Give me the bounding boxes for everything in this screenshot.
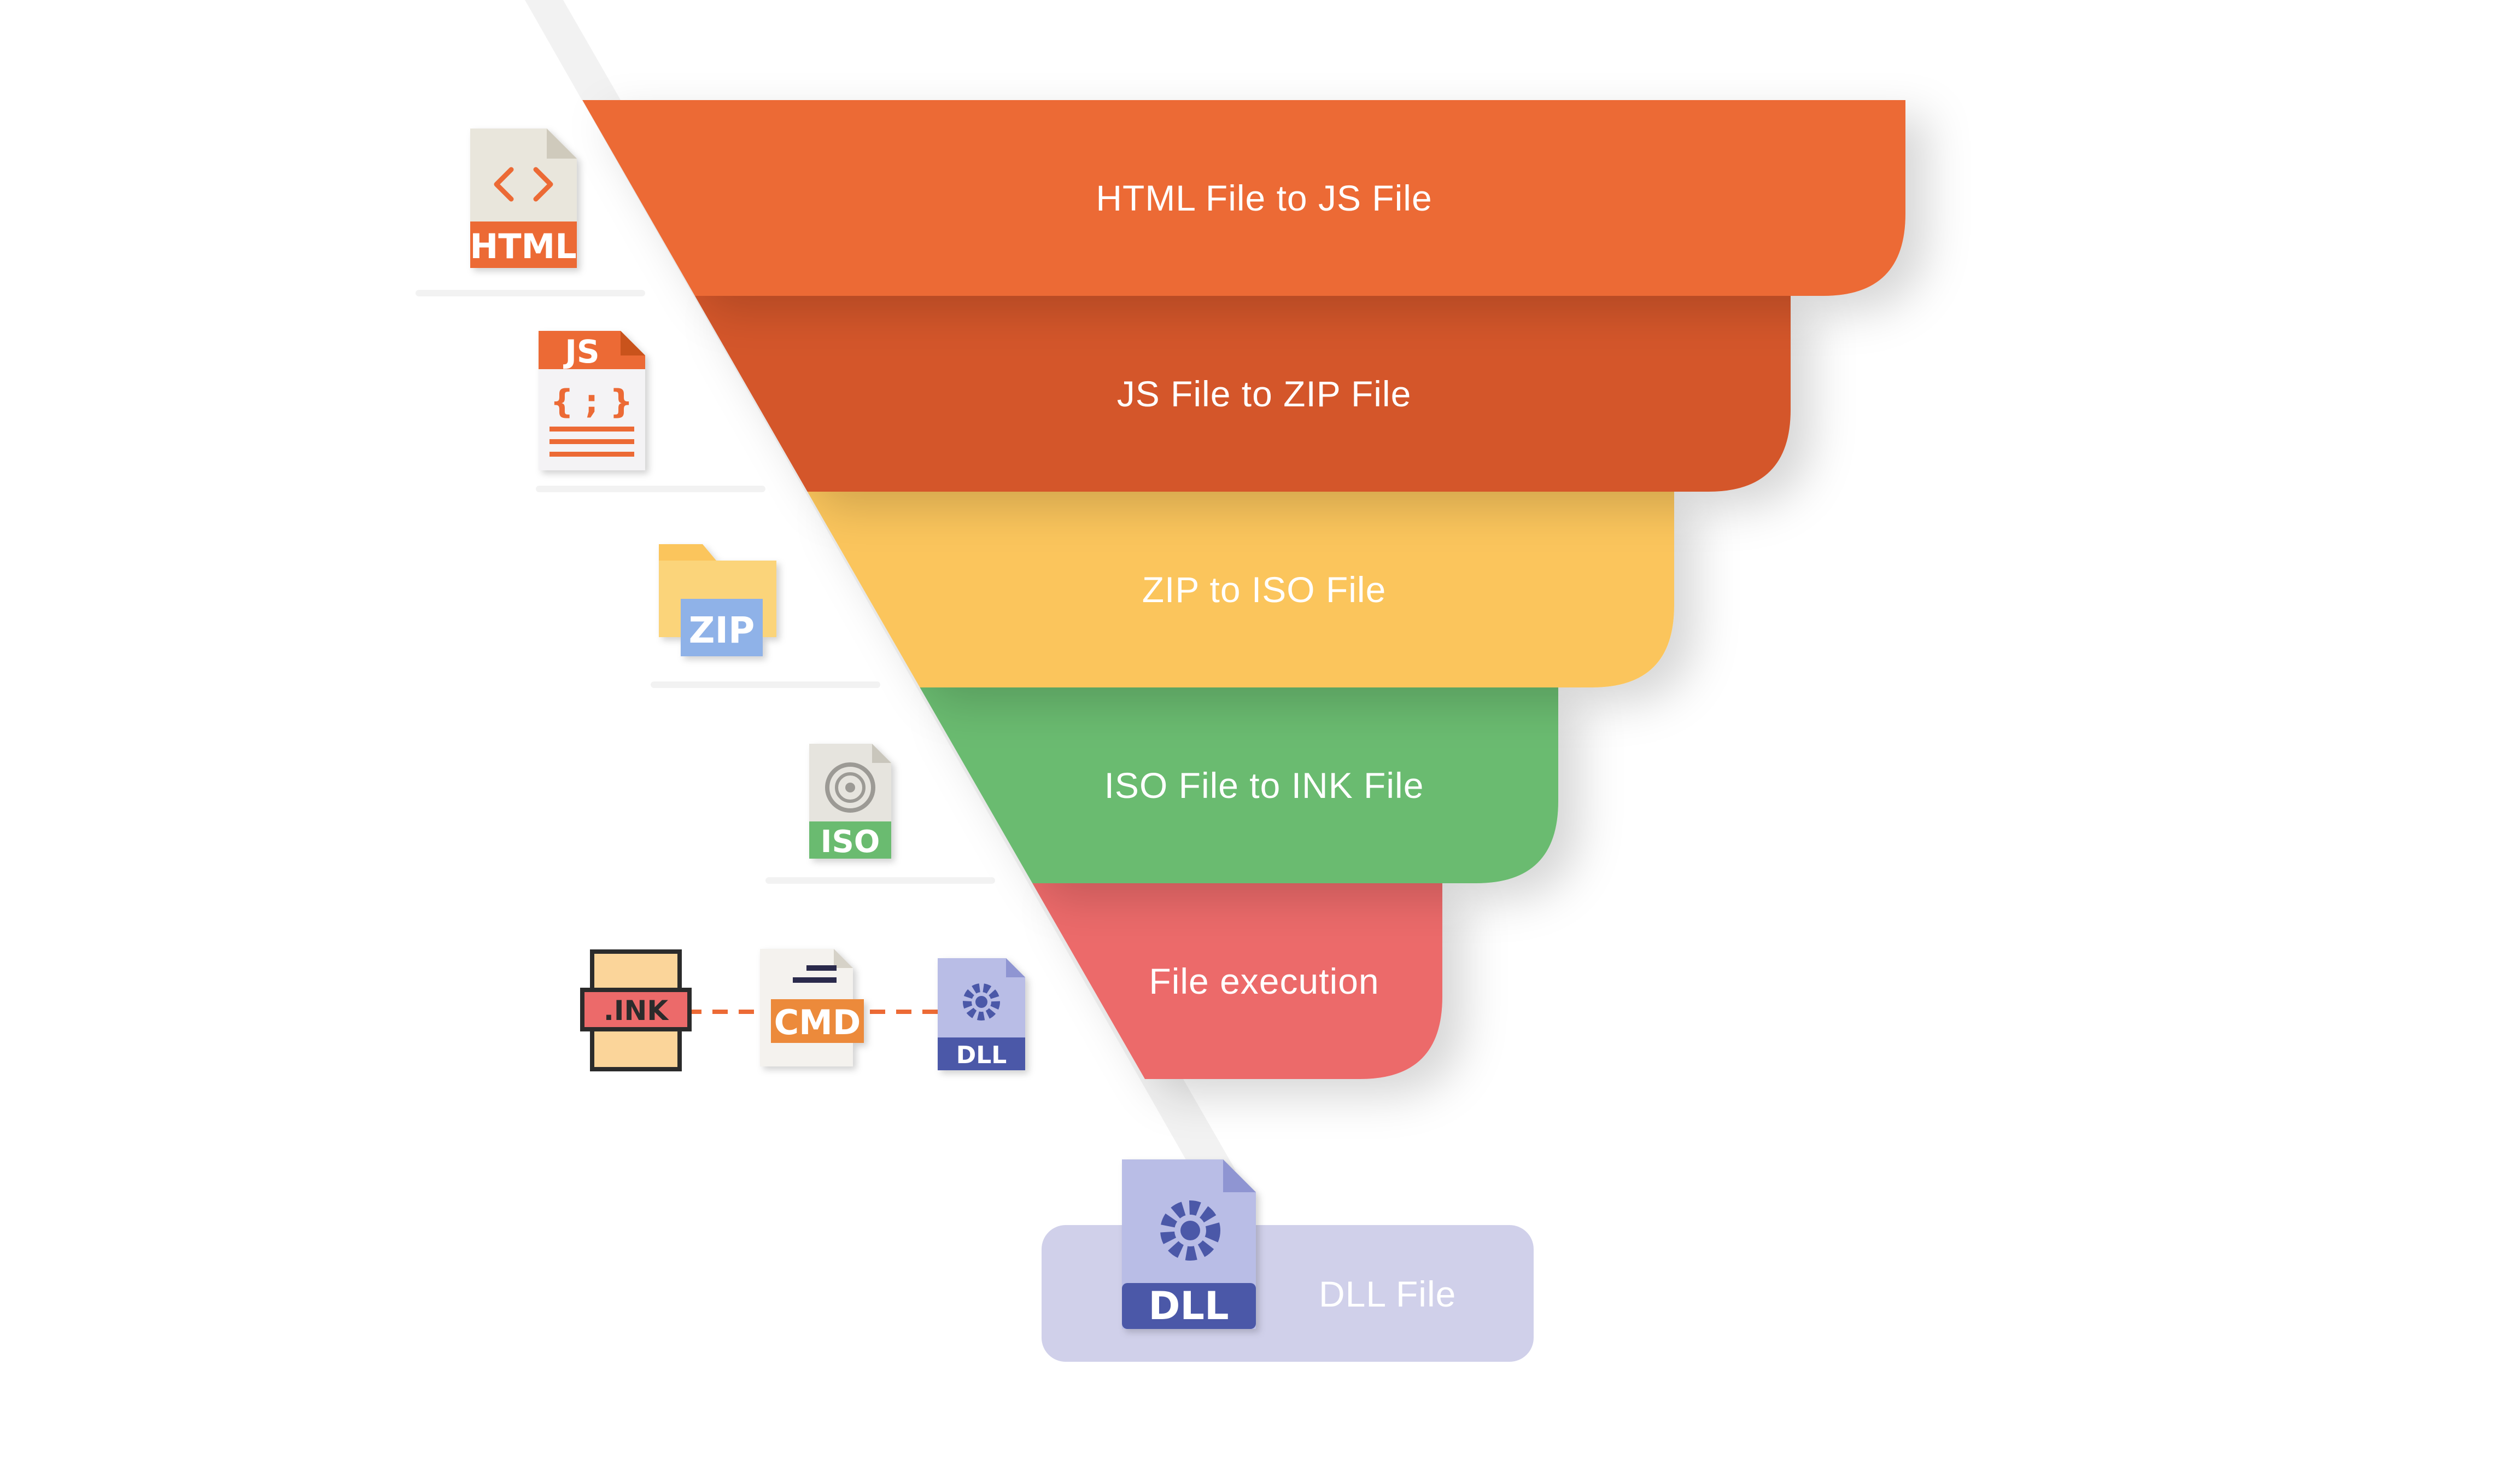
funnel-band-2	[694, 296, 1791, 492]
funnel-band-1	[582, 100, 1906, 296]
ink-icon-text: .INK	[604, 995, 669, 1027]
final-stage-box	[1042, 1225, 1534, 1362]
execution-chain: .INK CMD DLL	[580, 949, 1025, 1071]
iso-icon-text: ISO	[821, 824, 880, 860]
dll-large-icon-text: DLL	[1148, 1284, 1229, 1328]
funnel-band-5	[1032, 883, 1442, 1079]
zip-folder-icon: ZIP	[659, 544, 776, 656]
html-icon-text: HTML	[470, 226, 576, 266]
stage-label-1: HTML File to JS File	[1096, 178, 1433, 218]
js-icon-text: JS	[563, 333, 599, 370]
zip-icon-text: ZIP	[689, 609, 755, 651]
final-stage-card	[1042, 1225, 1534, 1362]
funnel-bands	[582, 100, 1906, 1079]
js-file-icon: JS { ; }	[539, 331, 645, 470]
svg-text:{ ; }: { ; }	[550, 383, 633, 421]
dll-file-icon: DLL	[1122, 1159, 1256, 1329]
dll-small-icon-text: DLL	[956, 1041, 1007, 1069]
stage-label-5: File execution	[1149, 961, 1379, 1001]
funnel-band-4	[920, 687, 1558, 883]
cmd-file-icon: CMD	[760, 949, 864, 1066]
iso-file-icon: ISO	[809, 744, 891, 860]
stage-label-4: ISO File to INK File	[1104, 765, 1424, 806]
funnel-band-3	[807, 492, 1674, 687]
stage-label-3: ZIP to ISO File	[1142, 569, 1387, 610]
cmd-icon-text: CMD	[774, 1002, 861, 1042]
icon-shelves	[416, 290, 995, 884]
final-stage-label: DLL File	[1319, 1274, 1457, 1314]
stage-label-2: JS File to ZIP File	[1116, 374, 1412, 414]
ink-file-icon: .INK	[580, 949, 692, 1071]
dll-small-file-icon: DLL	[938, 958, 1025, 1070]
html-file-icon: HTML	[470, 129, 577, 268]
